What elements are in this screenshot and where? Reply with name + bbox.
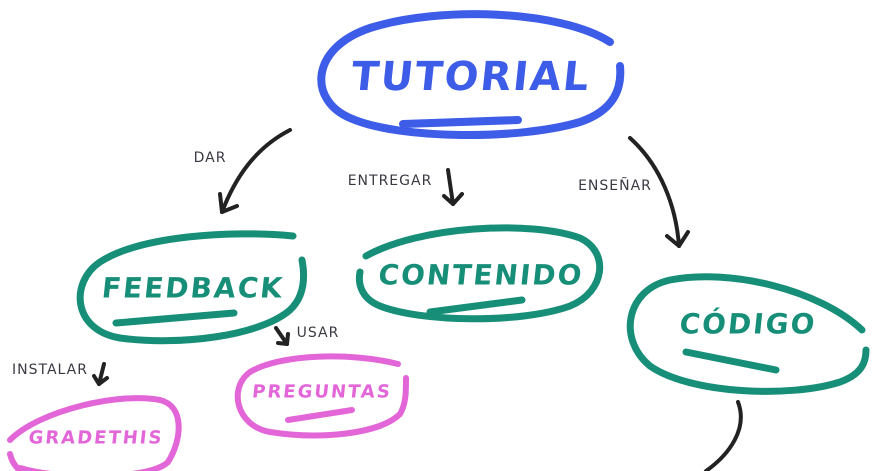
edge-label-instalar: INSTALAR bbox=[12, 362, 88, 378]
node-preguntas-outline bbox=[234, 353, 409, 439]
node-feedback[interactable]: FEEDBACK bbox=[100, 271, 286, 305]
edge-instalar-arrow bbox=[97, 362, 106, 386]
edge-label-dar: DAR bbox=[193, 150, 227, 166]
node-tutorial[interactable]: TUTORIAL bbox=[348, 54, 594, 100]
node-contenido[interactable]: CONTENIDO bbox=[376, 258, 586, 292]
edge-usar-arrow bbox=[274, 326, 289, 346]
edge-ensenar-arrowhead bbox=[665, 230, 690, 248]
edge-dar-arrowhead bbox=[218, 192, 239, 214]
edge-codigo-down-arrow bbox=[704, 400, 743, 471]
edge-ensenar-arrow bbox=[628, 136, 681, 248]
edge-label-usar: USAR bbox=[296, 325, 340, 341]
edge-instalar-arrowhead bbox=[92, 374, 109, 386]
edge-dar-arrow bbox=[220, 128, 292, 214]
node-tutorial-outline bbox=[317, 10, 625, 139]
edge-usar-arrowhead bbox=[276, 332, 290, 346]
edge-label-ensenar: ENSEÑAR bbox=[578, 178, 652, 194]
node-gradethis[interactable]: GRADETHIS bbox=[27, 427, 165, 449]
node-codigo-outline bbox=[626, 273, 870, 395]
edge-entregar-arrowhead bbox=[442, 192, 464, 206]
node-contenido-outline bbox=[355, 224, 604, 323]
node-preguntas[interactable]: PREGUNTAS bbox=[251, 381, 393, 403]
node-feedback-outline bbox=[76, 230, 307, 345]
edge-label-entregar: ENTREGAR bbox=[347, 173, 433, 189]
node-codigo[interactable]: CÓDIGO bbox=[677, 307, 819, 341]
edge-entregar-arrow bbox=[446, 168, 455, 206]
